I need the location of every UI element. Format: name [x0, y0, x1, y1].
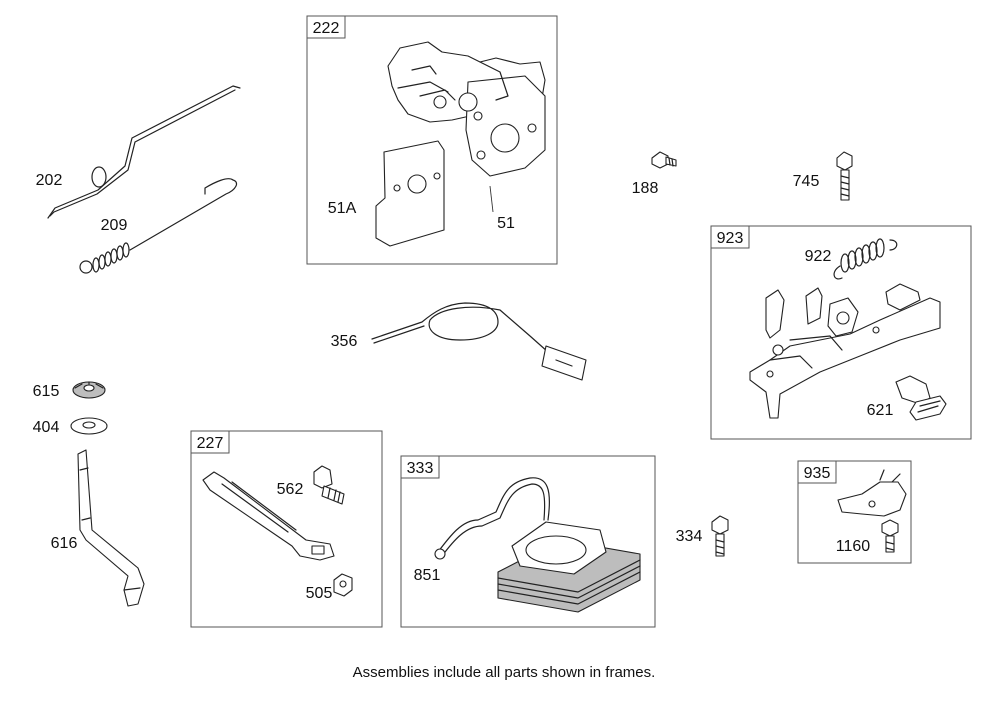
part-202-link-drawing	[47, 85, 241, 219]
part-562-screw-drawing	[313, 465, 345, 505]
part-334-screw-drawing	[711, 515, 729, 557]
part-227-lever-drawing	[202, 471, 335, 561]
frame-935: 935	[797, 460, 912, 564]
frame-number-333: 333	[407, 460, 434, 477]
frame-923: 923	[710, 225, 972, 440]
part-333-armature-drawing	[434, 477, 641, 613]
label-922: 922	[805, 248, 832, 265]
label-851: 851	[414, 567, 441, 584]
label-51: 51	[497, 215, 515, 232]
frame-333: 333	[400, 455, 656, 628]
part-922-spring-drawing	[833, 238, 898, 280]
part-616-shaft-drawing	[77, 449, 145, 607]
footnote: Assemblies include all parts shown in fr…	[352, 664, 656, 681]
frame-number-227: 227	[197, 435, 224, 452]
part-505-nut-drawing	[333, 573, 353, 597]
label-562: 562	[277, 481, 304, 498]
label-51A: 51A	[328, 200, 357, 217]
label-356: 356	[331, 333, 358, 350]
label-505: 505	[306, 585, 333, 602]
part-404-washer-drawing	[70, 417, 108, 435]
part-615-nut-drawing	[72, 381, 106, 399]
part-356-wire-drawing	[371, 302, 587, 381]
part-188-bolt-drawing	[651, 151, 677, 169]
part-621-clip-drawing	[895, 375, 947, 421]
label-621: 621	[867, 402, 894, 419]
part-745-bolt-drawing	[836, 151, 853, 201]
part-1160-screw-drawing	[881, 519, 899, 553]
leader-51	[489, 185, 494, 213]
part-923-bracket-drawing	[749, 283, 941, 419]
part-51A-plate-drawing	[375, 140, 445, 247]
label-1160: 1160	[836, 538, 871, 555]
part-935-bracket-drawing	[837, 469, 907, 517]
label-615: 615	[33, 383, 60, 400]
part-209-spring-drawing	[79, 178, 238, 274]
frame-number-935: 935	[804, 465, 831, 482]
label-334: 334	[676, 528, 703, 545]
frame-222: 222	[306, 15, 558, 265]
frame-number-222: 222	[313, 20, 340, 37]
label-745: 745	[793, 173, 820, 190]
label-209: 209	[101, 217, 128, 234]
frame-227: 227	[190, 430, 383, 628]
label-616: 616	[51, 535, 78, 552]
label-188: 188	[632, 180, 659, 197]
label-404: 404	[33, 419, 60, 436]
frame-number-923: 923	[717, 230, 744, 247]
part-222-control-assembly-drawing	[387, 41, 546, 177]
label-202: 202	[36, 172, 63, 189]
